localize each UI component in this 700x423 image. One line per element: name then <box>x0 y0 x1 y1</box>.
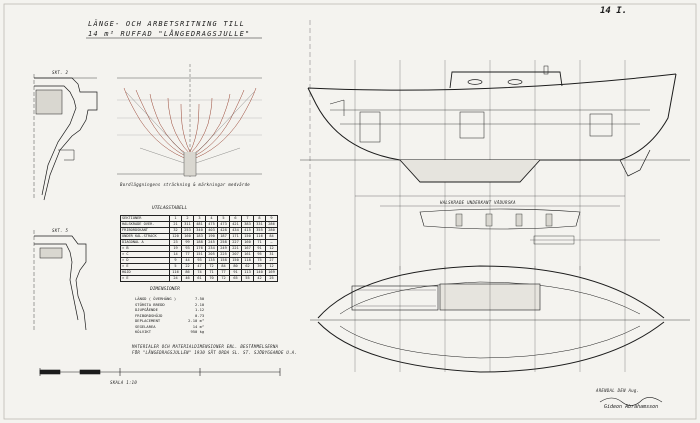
section-detail-top <box>33 74 98 201</box>
dimension-value: 0.73 <box>195 312 205 318</box>
section-detail-bottom <box>33 230 87 331</box>
table-cell: 70 <box>205 275 218 282</box>
scale-bar <box>39 368 281 376</box>
offset-table-title: UTELAGSTABELL <box>152 206 188 211</box>
table-cell: 72 <box>217 275 230 282</box>
table-cell: 65 <box>229 275 242 282</box>
dimension-value: 2.10 m³ <box>188 318 205 323</box>
dimension-value: 14 m² <box>192 323 205 329</box>
section-label-top: SKT. 2 <box>52 70 69 75</box>
dimension-row: KÖLVIKT 950 kg <box>133 329 206 335</box>
dimension-value: 7.50 <box>195 296 205 301</box>
row-label: » E <box>120 275 170 282</box>
dimension-label: SEGELAREA <box>135 323 156 329</box>
signature-place: ARENDAL DEN Aug. <box>596 388 640 393</box>
dimensions-title: DIMENSIONER <box>150 287 180 292</box>
section-label-bottom: SKT. 5 <box>52 228 69 233</box>
plan-view <box>310 265 690 373</box>
hull-profile <box>300 20 690 270</box>
signature: Gideon Abrahamsson <box>604 404 659 410</box>
dimension-label: DEPLACEMENT <box>135 318 161 323</box>
profile-caption: HALSKRADE UNDERKANT VÄDURSKA <box>440 200 516 205</box>
body-plan-caption: Bordläggningens sträckning & märkningar … <box>120 182 250 187</box>
drawing-title-line2: 14 m² RUFFAD "LÅNGEDRAGSJULLE" <box>88 30 251 38</box>
drawing-title-line1: LÄNGE- OCH ARBETSRITNING TILL <box>88 20 246 28</box>
dimension-label: KÖLVIKT <box>135 329 152 334</box>
dimension-row: LÄNGD ( ÖVERHÄNG ) 7.50 <box>133 296 206 302</box>
notes-line1: MATERIALER OCH MATERIALDIMENSIONER ENL. … <box>132 344 279 349</box>
dimension-row: DEPLACEMENT 2.10 m³ <box>133 318 206 324</box>
table-cell: 61 <box>193 275 206 282</box>
dimension-row: STÖRSTA BREDD 2.10 <box>133 302 206 308</box>
dimension-value: 950 kg <box>190 329 205 334</box>
scale-label: SKALA 1:10 <box>110 380 138 385</box>
notes-line2: FÖR "LÅNGEDRAGSJULLEN" 1930 SÅT ORDA SL.… <box>132 350 298 355</box>
dimension-row: SEGELAREA 14 m² <box>133 324 206 330</box>
sheet-number: 14 I. <box>600 6 628 16</box>
table-cell: 42 <box>253 275 266 282</box>
body-plan <box>117 64 262 178</box>
table-cell: 24 <box>169 275 182 282</box>
dimension-label: DJUPGÅENDE <box>135 307 158 312</box>
table-cell: 25 <box>265 275 278 282</box>
keel-section <box>419 208 660 245</box>
dimension-row: DJUPGÅENDE 1.12 <box>133 307 206 313</box>
dimension-label: STÖRSTA BREDD <box>135 301 165 307</box>
dimension-label: LÄNGD ( ÖVERHÄNG ) <box>135 296 177 301</box>
dimension-row: FRIBORDSHÖJD 0.73 <box>133 313 206 319</box>
table-cell: 55 <box>241 275 254 282</box>
dimension-value: 1.12 <box>195 307 205 312</box>
dimension-label: FRIBORDSHÖJD <box>135 312 163 318</box>
table-cell: 46 <box>181 275 194 282</box>
dimension-value: 2.10 <box>195 301 205 307</box>
